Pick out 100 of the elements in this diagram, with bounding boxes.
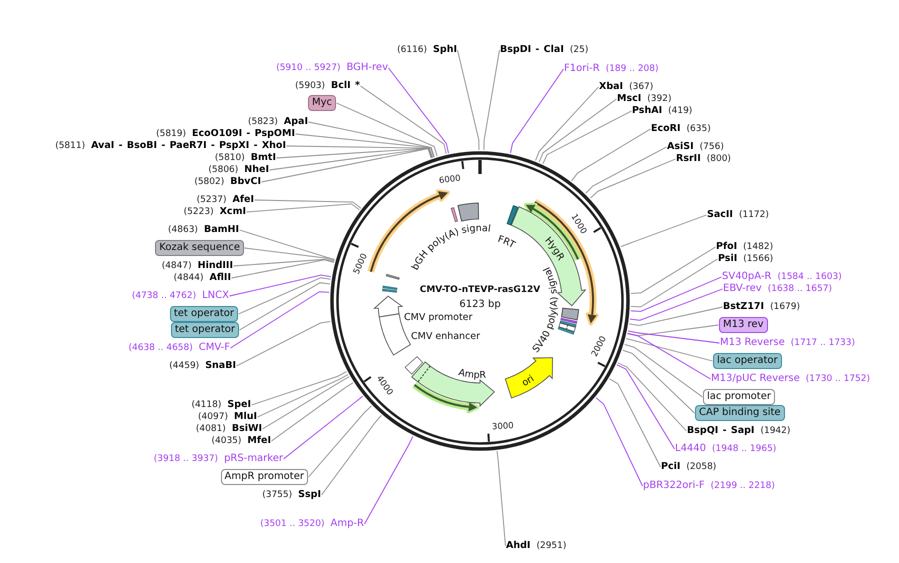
feature-tag: tet operator <box>170 322 239 338</box>
enzyme-name: AflII <box>210 272 231 284</box>
primer-position: (1638 .. 1657) <box>768 283 832 295</box>
enzyme-name: ApaI <box>284 116 308 128</box>
primer-position: (1948 .. 1965) <box>712 443 776 455</box>
site-position: (1172) <box>738 209 769 221</box>
enzyme-name: PshAI <box>632 105 662 117</box>
feature-tag: tet operator <box>170 306 238 322</box>
site-position: (367) <box>629 81 654 93</box>
leader-line <box>251 371 347 406</box>
leader-line <box>261 148 432 182</box>
leader-line <box>336 102 438 157</box>
site-position: (392) <box>647 93 672 105</box>
leader-line <box>238 277 332 314</box>
enzyme-name: BspQI - SapI <box>687 425 754 437</box>
enzyme-name: SpeI <box>227 399 251 411</box>
site-position: (4863) <box>168 224 198 236</box>
enzyme-name: HindIII <box>198 260 233 272</box>
primer-name: CMV-F <box>198 342 230 354</box>
site-position: (1566) <box>743 253 774 265</box>
primer-name: F1ori-R <box>564 63 600 75</box>
leader-line <box>620 214 707 248</box>
leader-line <box>538 98 617 162</box>
leader-line <box>510 68 564 154</box>
primer-name: M13 Reverse <box>720 337 785 349</box>
site-position: (4847) <box>162 260 192 272</box>
leader-line <box>283 396 364 460</box>
leader-line <box>630 276 722 312</box>
site-position: (25) <box>570 44 588 56</box>
enzyme-name: NheI <box>244 164 269 176</box>
feature-block <box>411 362 495 406</box>
primer-name: L4440 <box>675 443 706 455</box>
feature-block <box>504 357 553 398</box>
enzyme-name: RsrII <box>676 153 701 165</box>
site-position: (1942) <box>760 425 790 437</box>
leader-line <box>321 414 382 496</box>
site-position: (4097) <box>198 411 228 423</box>
leader-line <box>542 110 632 164</box>
leader-line <box>616 364 675 450</box>
primer-name: pRS-marker <box>224 453 283 465</box>
site-position: (4081) <box>196 423 226 435</box>
primer-position: (4738 .. 4762) <box>132 290 196 302</box>
leader-line <box>269 148 432 170</box>
leader-line <box>286 146 433 158</box>
leader-line <box>233 258 335 266</box>
primer-name: M13/pUC Reverse <box>711 373 800 385</box>
leader-line <box>271 382 354 442</box>
primer-position: (189 .. 208) <box>606 63 659 75</box>
leader-line <box>239 282 330 330</box>
site-position: (4035) <box>211 435 242 447</box>
site-position: (5903) <box>295 80 326 92</box>
enzyme-name: BmtI <box>250 152 276 164</box>
primer-name: LNCX <box>202 290 229 302</box>
plasmid-name: CMV-TO-nTEVP-rasG12V <box>420 285 540 295</box>
enzyme-name: SnaBI <box>205 360 236 372</box>
leader-line <box>231 259 334 278</box>
leader-line <box>627 332 711 380</box>
enzyme-name: AsiSI <box>667 141 694 153</box>
site-position: (5802) <box>194 176 224 188</box>
leader-line <box>257 374 349 418</box>
enzyme-name: BbvCI <box>230 176 261 188</box>
enzyme-name: AfeI <box>232 194 254 206</box>
primer-name: Amp-R <box>330 518 364 530</box>
leader-line <box>236 321 331 366</box>
enzyme-name: PciI <box>661 461 680 473</box>
primer-position: (1584 .. 1603) <box>777 271 842 283</box>
feature-block <box>410 202 492 272</box>
leader-line <box>364 436 414 524</box>
enzyme-name: AvaI - BsoBI - PaeR7I - PspXI - XhoI <box>91 140 286 152</box>
enzyme-name: BclI * <box>331 80 360 92</box>
leader-line <box>276 148 433 158</box>
feature-label: CMV promoter <box>404 312 472 323</box>
leader-line <box>295 134 434 158</box>
leader-line <box>628 330 720 344</box>
site-position: (5223) <box>184 206 214 218</box>
primer-position: (3501 .. 3520) <box>260 518 324 530</box>
leader-line <box>239 230 336 260</box>
leader-line <box>629 288 723 321</box>
site-position: (5806) <box>208 164 238 176</box>
leader-line <box>496 450 506 546</box>
leader-line <box>457 50 480 150</box>
leader-line <box>571 128 651 182</box>
enzyme-name: EcoRI <box>651 123 680 135</box>
enzyme-name: SphI <box>433 44 457 56</box>
leader-line <box>308 122 435 158</box>
site-position: (635) <box>686 123 711 135</box>
leader-line <box>628 306 723 326</box>
feature-tag: Myc <box>308 95 336 111</box>
primer-name: pBR322ori-F <box>643 480 705 492</box>
feature-tag: CAP binding site <box>695 405 785 421</box>
site-position: (2951) <box>536 540 566 552</box>
leader-line <box>630 258 718 308</box>
site-position: (419) <box>668 105 692 117</box>
enzyme-name: SacII <box>707 209 733 221</box>
enzyme-name: BstZ17I <box>723 301 764 313</box>
feature-tag: lac operator <box>713 353 782 369</box>
leader-line <box>617 362 687 432</box>
tick-label: 3000 <box>492 421 514 432</box>
site-position: (800) <box>706 153 731 165</box>
primer-position: (1717 .. 1733) <box>790 337 856 349</box>
